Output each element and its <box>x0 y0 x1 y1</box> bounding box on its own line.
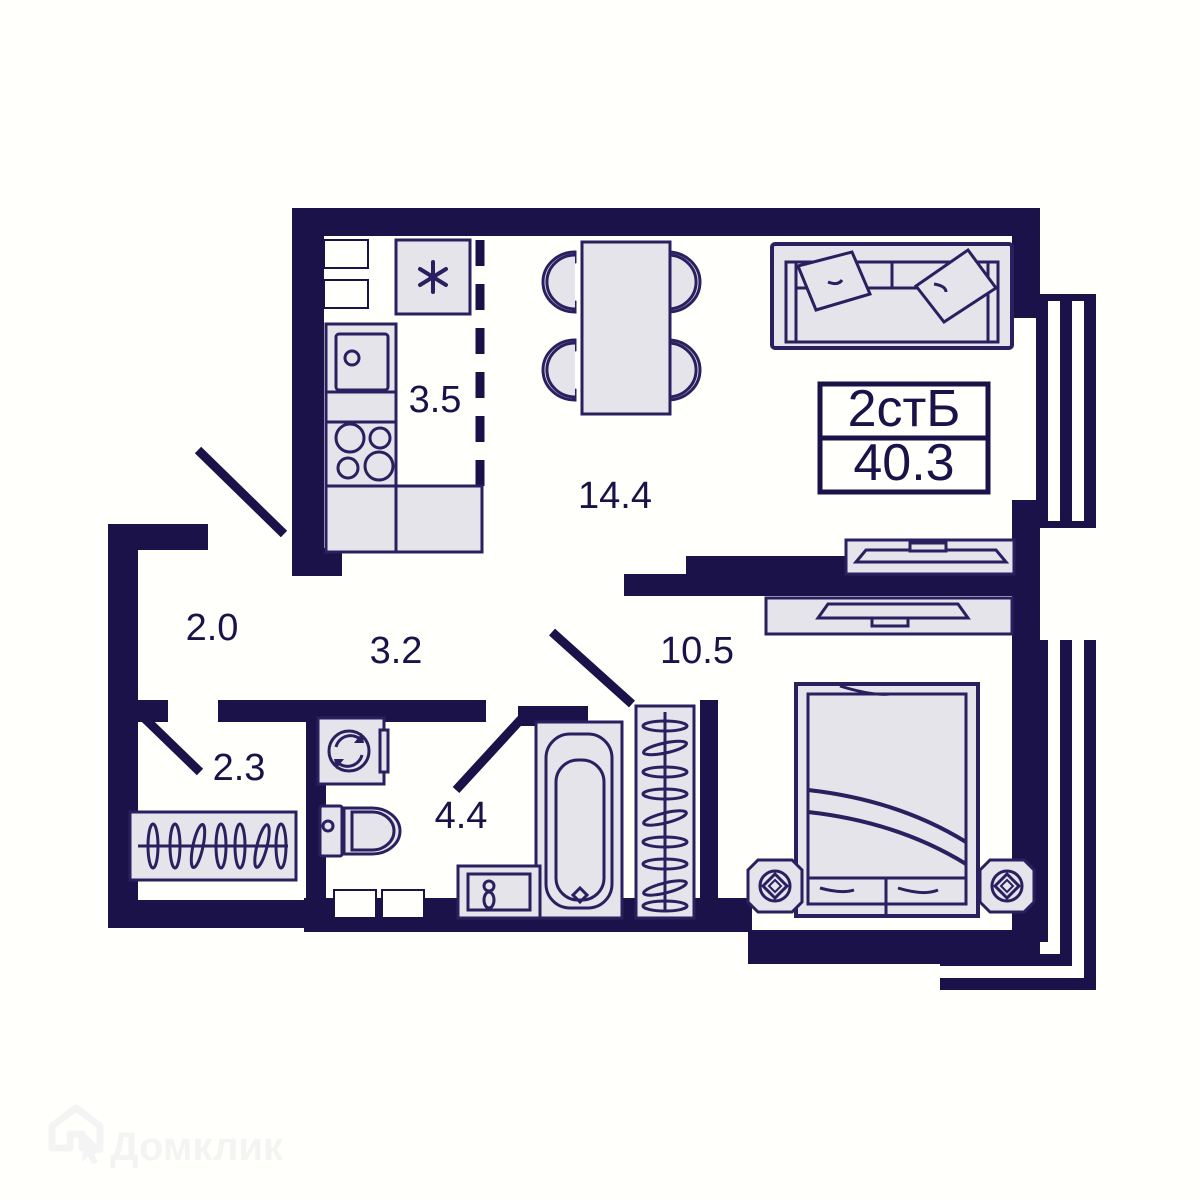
nightstand <box>746 858 804 914</box>
closet-door-leaf <box>132 706 204 776</box>
bathroom-door-leaf <box>548 628 636 708</box>
bedroom-area-label: 10.5 <box>660 630 734 672</box>
watermark-text: Домклик <box>110 1125 284 1169</box>
table-icon <box>580 240 672 416</box>
chair-icon <box>666 250 702 314</box>
wall-niche-upper <box>323 239 369 269</box>
toilet-icon <box>318 804 402 858</box>
chair-icon <box>541 338 577 402</box>
sink-icon <box>334 332 390 392</box>
pillow-right <box>913 247 999 325</box>
living-room-tv <box>844 538 1016 576</box>
bottom-window-right <box>381 889 425 919</box>
nightstand <box>978 858 1036 914</box>
wall-niche-lower <box>323 279 369 309</box>
bottom-window-left <box>333 889 377 919</box>
hanging-clothes-icon <box>641 719 689 913</box>
washing-machine <box>316 716 390 786</box>
doors <box>132 446 636 794</box>
asterisk-icon <box>418 260 448 294</box>
bathroom-area-label: 4.4 <box>435 795 488 837</box>
wardrobe-closet <box>128 810 298 882</box>
closet-area-label: 2.3 <box>213 747 266 789</box>
dining-set <box>541 240 702 416</box>
apartment-area-label: 40.3 <box>853 434 954 492</box>
living-room-area-label: 14.4 <box>578 475 652 517</box>
kitchen-furniture <box>324 238 484 554</box>
house-cursor-logo <box>48 1104 104 1164</box>
sofa-icon <box>770 242 1014 350</box>
pillow-left <box>795 250 873 312</box>
stove-4-burner-icon <box>334 422 395 482</box>
hallway-area-label: 2.0 <box>186 607 239 649</box>
apartment-type-label: 2стБ <box>848 380 961 438</box>
kitchen-lower-counter <box>324 484 484 554</box>
double-bed <box>794 682 980 918</box>
bedroom-tv <box>764 596 1014 636</box>
entrance-door-leaf <box>194 446 288 538</box>
chair-icon <box>666 338 702 402</box>
hanging-clothes-icon <box>146 822 288 870</box>
apartment-type-badge: 2стБ 40.3 <box>817 380 991 495</box>
wardrobe-bathroom <box>634 704 696 920</box>
chair-icon <box>541 250 577 314</box>
balcony-glazing-upper <box>1036 294 1096 528</box>
watermark: Домклик <box>48 1104 284 1169</box>
kitchen-area-label: 3.5 <box>409 379 462 421</box>
corridor-area-label: 3.2 <box>370 630 423 672</box>
washbasin-icon <box>456 864 542 920</box>
wc-door-leaf <box>452 712 528 794</box>
bathtub-icon <box>534 720 624 920</box>
